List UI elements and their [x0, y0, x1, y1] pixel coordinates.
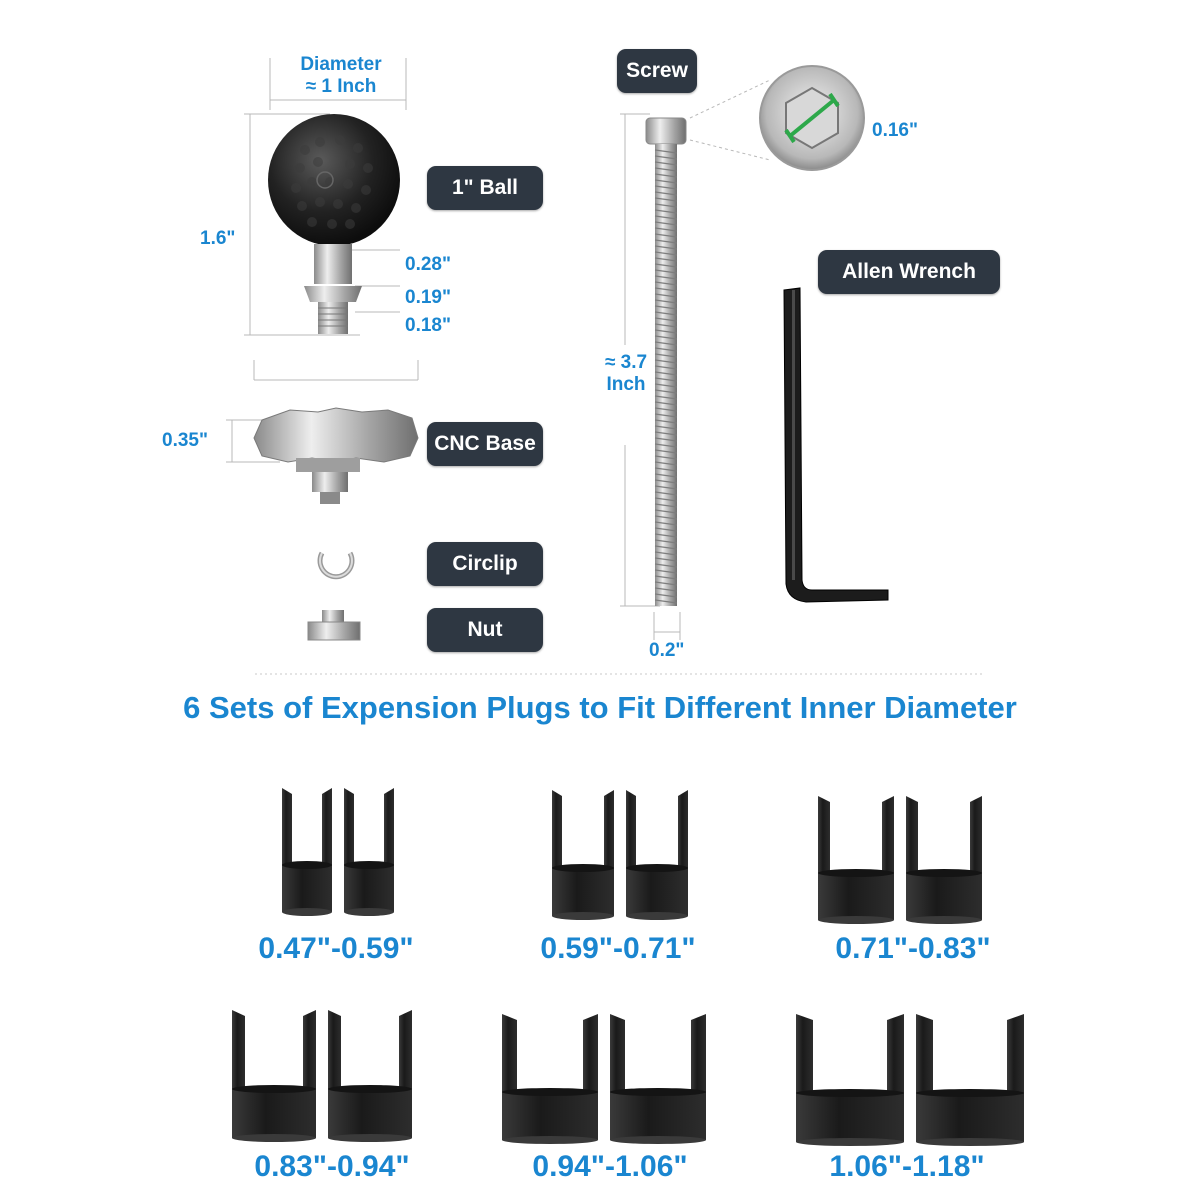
expansion-plugs — [232, 788, 1024, 1146]
screw-length-label: ≈ 3.7 Inch — [596, 352, 656, 396]
base-dimension-lines — [226, 360, 419, 463]
ball-icon — [268, 114, 400, 334]
nut-label: Nut — [427, 608, 543, 652]
expansion-plug-icon — [232, 1010, 316, 1142]
diameter-line1: Diameter — [300, 54, 382, 75]
plug-size-3: 0.71"-0.83" — [835, 932, 991, 965]
allen-wrench-label: Allen Wrench — [818, 250, 1000, 294]
expansion-plug-icon — [626, 790, 688, 920]
ball-label: 1" Ball — [427, 166, 543, 210]
cnc-base-label: CNC Base — [427, 422, 543, 466]
expansion-plug-icon — [610, 1014, 706, 1144]
diameter-label: Diameter ≈ 1 Inch — [286, 54, 396, 98]
plug-size-4: 0.83"-0.94" — [254, 1150, 410, 1183]
circlip-label: Circlip — [427, 542, 543, 586]
plug-size-1: 0.47"-0.59" — [258, 932, 414, 965]
expansion-plug-icon — [328, 1010, 412, 1142]
expansion-plug-icon — [282, 788, 332, 916]
cnc-base-icon — [253, 407, 419, 504]
expansion-plug-icon — [502, 1014, 598, 1144]
neck-dim-2: 0.19" — [405, 287, 451, 308]
diameter-line2: ≈ 1 Inch — [305, 76, 377, 97]
ball-dimension-lines — [244, 58, 407, 336]
circlip-icon — [317, 551, 355, 580]
plug-size-2: 0.59"-0.71" — [540, 932, 696, 965]
neck-dim-1: 0.28" — [405, 254, 451, 275]
plug-size-5: 0.94"-1.06" — [532, 1150, 688, 1183]
screw-head-closeup-icon — [759, 65, 865, 171]
screw-label: Screw — [617, 49, 697, 93]
screw-head-dim: 0.16" — [872, 120, 918, 141]
plugs-heading: 6 Sets of Expension Plugs to Fit Differe… — [183, 690, 1017, 725]
screw-dimension-lines — [620, 79, 771, 640]
screw-width-dim: 0.2" — [649, 640, 685, 661]
expansion-plug-icon — [344, 788, 394, 916]
expansion-plug-icon — [916, 1014, 1024, 1146]
expansion-plug-icon — [552, 790, 614, 920]
nut-icon — [307, 610, 361, 641]
base-height-label: 0.35" — [162, 430, 208, 451]
screw-length-line2: Inch — [606, 374, 646, 395]
allen-wrench-icon — [783, 287, 889, 603]
expansion-plug-icon — [906, 796, 982, 924]
expansion-plug-icon — [818, 796, 894, 924]
screw-length-line1: ≈ 3.7 — [604, 352, 648, 373]
expansion-plug-icon — [796, 1014, 904, 1146]
neck-dim-3: 0.18" — [405, 315, 451, 336]
screw-icon — [645, 117, 687, 606]
plug-size-6: 1.06"-1.18" — [829, 1150, 985, 1183]
ball-height-label: 1.6" — [200, 228, 236, 249]
